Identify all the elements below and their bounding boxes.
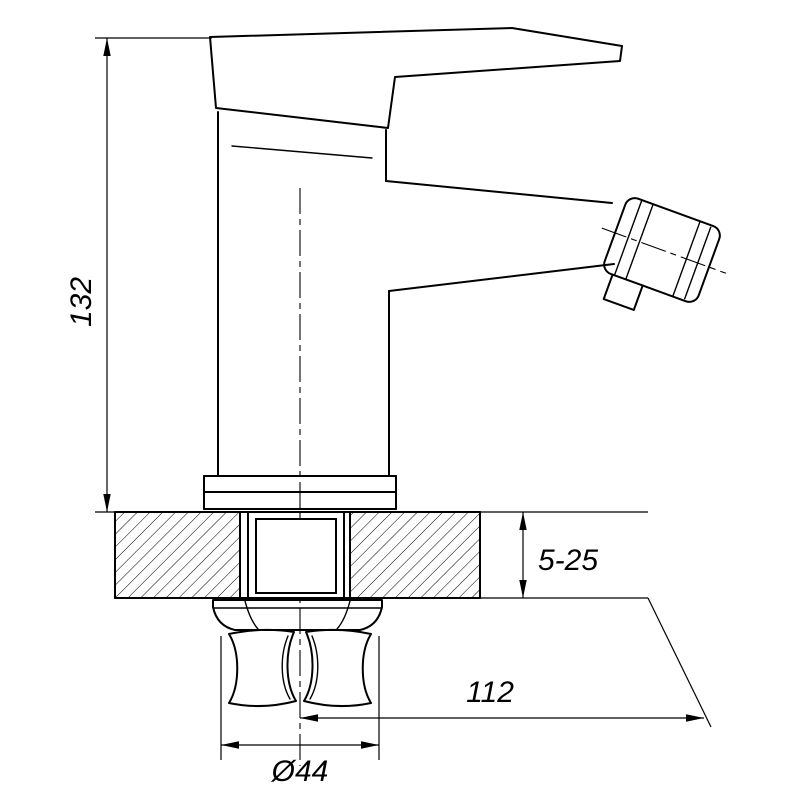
countertop-hatch-right — [350, 512, 480, 598]
dim-reach-label: 112 — [466, 676, 514, 709]
arrowhead-left — [300, 714, 318, 722]
arrowhead-down — [103, 494, 111, 512]
spout-bottom-edge — [388, 263, 615, 292]
arrowhead-up — [103, 38, 111, 56]
arrowhead-down — [519, 580, 527, 598]
aerator-outlet-tip — [602, 273, 644, 311]
shank-inner-face — [255, 518, 337, 594]
handle-lever — [209, 27, 623, 129]
dim-thickness-label: 5-25 — [538, 544, 598, 577]
dimension-base-diameter: Ø44 — [220, 636, 380, 788]
dimension-overall-height: 132 — [65, 37, 212, 513]
base-flange — [203, 475, 397, 510]
dim-height-label: 132 — [65, 277, 98, 327]
faucet-outline — [203, 27, 727, 766]
arrowhead-right — [361, 741, 379, 749]
handle-collar-line — [231, 145, 373, 159]
ext-line-diagonal — [647, 597, 712, 728]
arrowhead-left — [221, 741, 239, 749]
spout-top-edge — [385, 180, 613, 204]
hose-tail-left — [228, 628, 297, 708]
aerator-axis-centerline — [601, 227, 727, 274]
mounting-hardware — [212, 511, 383, 708]
dim-diameter-label: Ø44 — [271, 755, 329, 788]
countertop-hatch-left — [115, 512, 240, 598]
arrowhead-right — [686, 714, 704, 722]
aerator — [601, 197, 727, 311]
countertop-section — [114, 511, 481, 599]
dimension-spout-reach: 112 — [300, 597, 712, 728]
locknut — [212, 599, 383, 631]
aerator-body — [603, 197, 721, 303]
hose-tail-right — [303, 628, 372, 708]
arrowhead-up — [519, 512, 527, 530]
dimension-mounting-thickness: 5-25 — [480, 511, 648, 599]
